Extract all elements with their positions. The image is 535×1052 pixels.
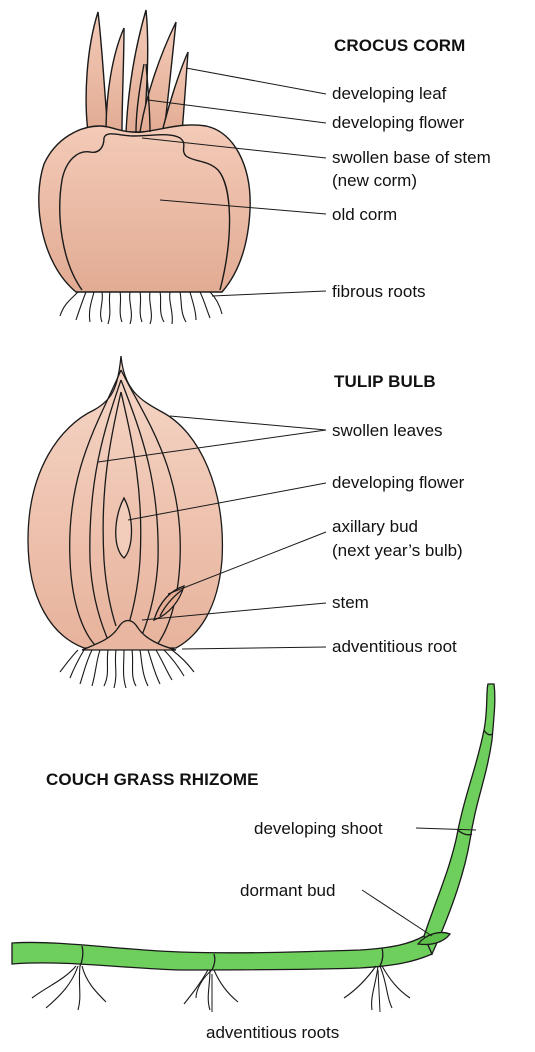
tulip-developing-flower-label: developing flower (332, 472, 464, 493)
adventitious-root-label: adventitious root (332, 636, 457, 657)
rhizome-roots (32, 966, 410, 1010)
crocus-corm-illustration (39, 10, 250, 324)
swollen-leaves-label: swollen leaves (332, 420, 443, 441)
new-corm-label: (new corm) (332, 170, 417, 191)
next-years-bulb-label: (next year’s bulb) (332, 540, 463, 561)
axillary-bud-label: axillary bud (332, 516, 418, 537)
stem-label: stem (332, 592, 369, 613)
swollen-base-label: swollen base of stem (332, 147, 491, 168)
developing-leaf-shape (86, 12, 108, 132)
tulip-bulb-title: TULIP BULB (334, 372, 436, 392)
tulip-bulb-illustration (28, 356, 222, 688)
crocus-corm-title: CROCUS CORM (334, 36, 465, 56)
fibrous-roots-label: fibrous roots (332, 281, 426, 302)
developing-leaf-shape (106, 28, 124, 132)
dormant-bud-label: dormant bud (240, 880, 335, 901)
developing-shoot-stem (424, 684, 495, 954)
dormant-bud-shape (418, 932, 450, 944)
developing-shoot-label: developing shoot (254, 818, 383, 839)
crocus-developing-flower-label: developing flower (332, 112, 464, 133)
couch-grass-rhizome-title: COUCH GRASS RHIZOME (46, 770, 259, 790)
rhizome-stem (12, 936, 432, 970)
adventitious-roots-label: adventitious roots (206, 1022, 339, 1043)
old-corm-label: old corm (332, 204, 397, 225)
fibrous-roots (60, 292, 222, 324)
developing-leaf-label: developing leaf (332, 83, 446, 104)
rhizome-illustration (12, 684, 495, 1010)
bulb-roots (60, 650, 194, 688)
